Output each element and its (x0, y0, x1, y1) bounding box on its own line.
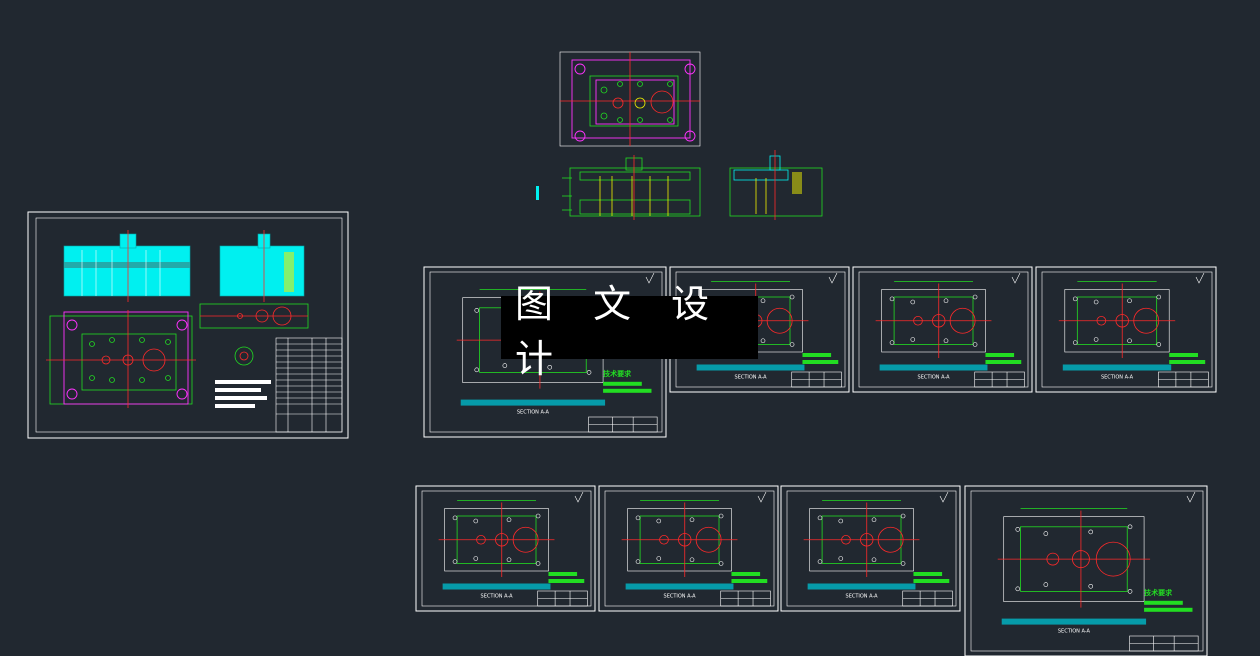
section-strip (696, 364, 805, 371)
top-front-view (536, 155, 701, 220)
watermark-text: 图 文 设 计 (515, 281, 724, 381)
plate-view (803, 500, 920, 577)
top-plan-view (559, 51, 701, 147)
plate-view (621, 500, 738, 577)
assembly-title-block (275, 337, 343, 433)
top-side-view (729, 150, 823, 220)
assembly-part-detail (199, 303, 309, 408)
section-label: SECTION A-A (1101, 375, 1134, 381)
roughness-symbol (574, 491, 584, 503)
section-strip (442, 583, 551, 590)
plate-view (1058, 281, 1176, 358)
section-label: SECTION A-A (918, 375, 951, 381)
section-label: SECTION A-A (481, 594, 514, 600)
sheet-part-5[interactable]: SECTION A-A (415, 485, 596, 612)
title-block (537, 590, 588, 607)
roughness-symbol (828, 272, 838, 284)
roughness-symbol (1186, 491, 1196, 503)
sheet-part-6[interactable]: SECTION A-A (598, 485, 779, 612)
watermark-banner: 图 文 设 计 (501, 282, 758, 381)
section-label: SECTION A-A (664, 594, 697, 600)
section-strip (807, 583, 916, 590)
roughness-symbol (1011, 272, 1021, 284)
assembly-side-section (219, 230, 305, 302)
sheet-part-8[interactable]: SECTION A-A 技术要求 (964, 485, 1208, 656)
sheet-part-4[interactable]: SECTION A-A (1035, 266, 1217, 393)
plate-view (875, 281, 992, 358)
sheet-part-3[interactable]: SECTION A-A (852, 266, 1033, 393)
section-strip (1001, 618, 1147, 625)
tech-requirements-title: 技术要求 (603, 369, 632, 378)
section-label: SECTION A-A (846, 594, 879, 600)
section-strip (1062, 364, 1172, 371)
plate-view (997, 508, 1151, 608)
plate-view (438, 500, 555, 577)
title-block (1129, 635, 1199, 652)
title-block (791, 371, 842, 388)
assembly-front-section (63, 230, 191, 302)
sheet-part-7[interactable]: SECTION A-A (780, 485, 961, 612)
section-strip (625, 583, 734, 590)
section-label: SECTION A-A (1058, 629, 1091, 635)
roughness-symbol (939, 491, 949, 503)
title-block (720, 590, 771, 607)
title-block (902, 590, 953, 607)
roughness-symbol (757, 491, 767, 503)
roughness-symbol (645, 272, 655, 284)
roughness-symbol (1195, 272, 1205, 284)
tech-requirements-title: 技术要求 (1144, 588, 1173, 597)
section-label: SECTION A-A (517, 410, 550, 416)
title-block (974, 371, 1025, 388)
title-block (1158, 371, 1209, 388)
title-block (588, 416, 658, 433)
section-strip (879, 364, 988, 371)
assembly-plan-view (46, 310, 196, 408)
section-strip (460, 399, 606, 406)
section-label: SECTION A-A (735, 375, 768, 381)
sheet-assembly[interactable] (27, 211, 349, 439)
